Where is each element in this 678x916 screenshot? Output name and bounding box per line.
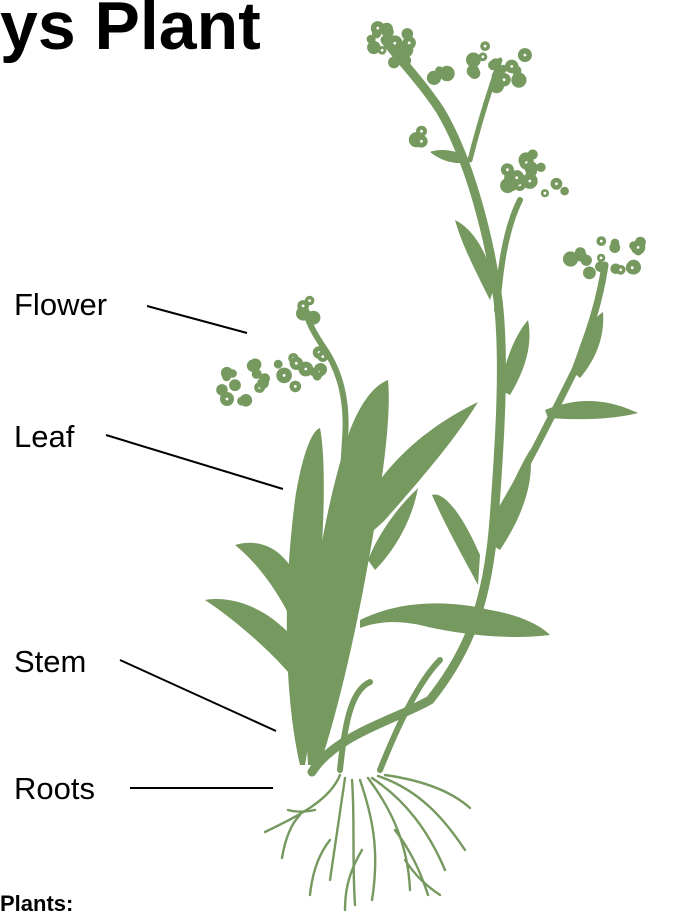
flower-blossom bbox=[216, 384, 228, 396]
root-strand bbox=[310, 840, 330, 895]
flower-center bbox=[393, 42, 396, 45]
flower-center bbox=[506, 168, 509, 171]
flower-center bbox=[376, 27, 379, 30]
flower-center bbox=[482, 55, 485, 58]
flower-cluster bbox=[367, 21, 416, 68]
flower-blossom bbox=[439, 66, 454, 81]
flower-blossom bbox=[221, 367, 233, 379]
flower-cluster bbox=[296, 296, 320, 325]
leaf-bud-lower bbox=[432, 494, 480, 585]
root-strand bbox=[385, 775, 470, 808]
flower-blossom bbox=[493, 84, 501, 92]
root-strand bbox=[265, 775, 340, 832]
branch-stem-far-right bbox=[495, 265, 605, 520]
flower-blossom bbox=[611, 239, 620, 248]
flower-center bbox=[295, 362, 298, 365]
flower-blossom bbox=[525, 161, 538, 174]
flower-center bbox=[515, 176, 518, 179]
flower-blossom bbox=[402, 28, 414, 40]
flower-center bbox=[294, 385, 297, 388]
flower-center bbox=[321, 355, 324, 358]
flower-blossom bbox=[427, 71, 441, 85]
flower-center bbox=[503, 78, 506, 81]
leaf-left-spread bbox=[205, 599, 295, 680]
flower-blossom bbox=[499, 65, 508, 74]
flower-label: Flower bbox=[14, 289, 107, 320]
roots bbox=[265, 775, 470, 910]
flower-center bbox=[524, 54, 527, 57]
flower-cluster bbox=[216, 359, 270, 407]
leaf-label: Leaf bbox=[14, 421, 74, 452]
flower-cluster bbox=[466, 41, 532, 93]
flower-center bbox=[637, 246, 640, 249]
flower-center bbox=[619, 268, 622, 271]
roots-label: Roots bbox=[14, 773, 95, 804]
flower-blossom bbox=[575, 247, 586, 258]
branch-stem-right bbox=[497, 200, 520, 310]
flower-blossom bbox=[560, 187, 569, 196]
flower-center bbox=[600, 240, 603, 243]
flower-center bbox=[555, 182, 558, 185]
flower-center bbox=[544, 192, 547, 195]
flower-cluster bbox=[274, 346, 328, 392]
flower-center bbox=[420, 140, 423, 143]
flower-center bbox=[408, 42, 411, 45]
flower-center bbox=[308, 299, 311, 302]
flower-center bbox=[226, 398, 229, 401]
stem-label: Stem bbox=[14, 646, 86, 677]
flower-center bbox=[631, 266, 634, 269]
flower-center bbox=[484, 45, 487, 48]
section-heading: Plants: bbox=[0, 893, 73, 915]
flower-blossom bbox=[583, 267, 596, 280]
flower-blossom bbox=[410, 136, 419, 145]
flower-cluster bbox=[427, 66, 455, 85]
flower-center bbox=[302, 305, 305, 308]
flower-cluster bbox=[409, 126, 428, 148]
flower-leader-line bbox=[147, 306, 247, 333]
flower-blossom bbox=[274, 360, 283, 369]
flower-blossom bbox=[466, 53, 481, 68]
flower-blossom bbox=[257, 377, 269, 389]
flower-blossom bbox=[247, 360, 259, 372]
flower-blossom bbox=[595, 261, 606, 272]
flower-center bbox=[510, 65, 513, 68]
flower-center bbox=[600, 257, 603, 260]
root-strand bbox=[288, 810, 315, 812]
flower-blossom bbox=[306, 311, 320, 325]
flower-blossom bbox=[388, 57, 400, 69]
plant-silhouette bbox=[205, 21, 646, 910]
flower-center bbox=[283, 374, 286, 377]
flower-blossom bbox=[400, 55, 412, 67]
flower-blossom bbox=[313, 372, 322, 381]
root-strand bbox=[352, 780, 355, 905]
stem-leader-line bbox=[120, 660, 276, 731]
flower-blossom bbox=[240, 394, 253, 407]
flower-blossom bbox=[300, 313, 308, 321]
flower-cluster bbox=[500, 149, 569, 197]
leaf-right-lower bbox=[360, 603, 550, 637]
root-strand bbox=[330, 778, 345, 880]
flower-center bbox=[381, 49, 384, 52]
flower-center bbox=[304, 368, 307, 371]
root-strand bbox=[360, 780, 375, 900]
flower-blossom bbox=[488, 60, 498, 70]
flower-center bbox=[528, 180, 531, 183]
leaf-right-bud bbox=[573, 312, 603, 378]
flower-blossom bbox=[512, 66, 522, 76]
leaf-leader-line bbox=[106, 435, 283, 489]
flower-blossom bbox=[229, 379, 241, 391]
flower-center bbox=[420, 130, 423, 133]
